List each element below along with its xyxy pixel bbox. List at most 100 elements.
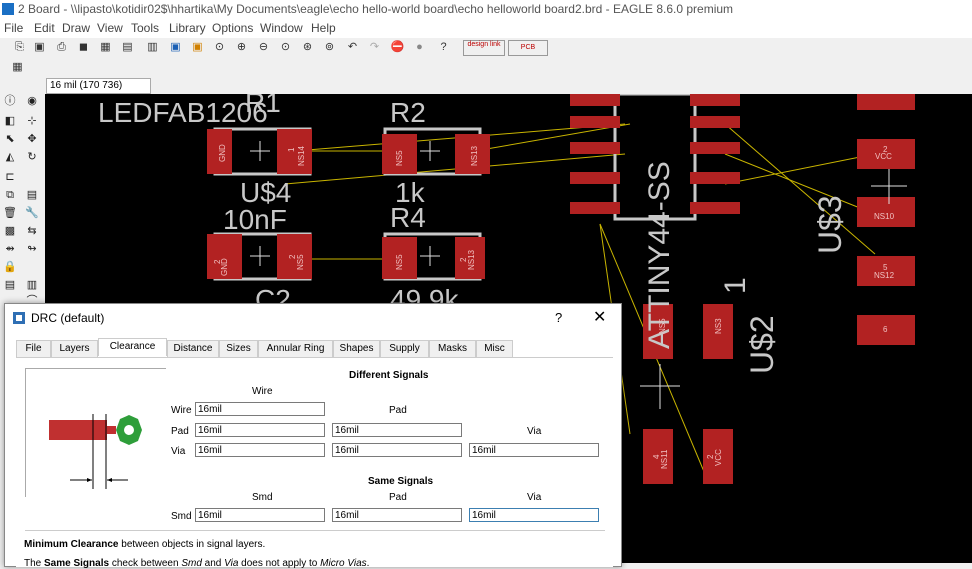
board-icon[interactable]: ▦ <box>100 41 111 53</box>
pad-pad-input[interactable]: 16mil <box>332 423 462 437</box>
clearance-panel: Different Signals Wire Wire 16mil Pad Pa… <box>16 357 613 569</box>
pad-label: 6 <box>883 325 888 334</box>
cam-icon[interactable]: ◼ <box>78 41 89 53</box>
close-button[interactable]: ✕ <box>593 309 607 326</box>
tab-shapes[interactable]: Shapes <box>333 340 380 357</box>
run-icon[interactable]: ▣ <box>192 41 203 53</box>
note-bold: Same Signals <box>44 558 110 569</box>
desc-text: between objects in signal layers. <box>118 539 266 550</box>
undo-icon[interactable]: ↶ <box>347 41 358 53</box>
menu-draw[interactable]: Draw <box>62 21 91 35</box>
redraw-icon[interactable]: ⊛ <box>302 41 313 53</box>
menu-file[interactable]: File <box>4 21 24 35</box>
redo-icon[interactable]: ↷ <box>369 41 380 53</box>
via-pad-input[interactable]: 16mil <box>332 443 462 457</box>
wrench-icon[interactable]: 🔧 <box>25 207 39 219</box>
save-icon[interactable]: ▣ <box>34 41 45 53</box>
name-icon[interactable]: ▤ <box>4 279 16 291</box>
via-via-input[interactable]: 16mil <box>469 443 599 457</box>
display-icon[interactable]: ◧ <box>4 115 16 127</box>
pad-label: NS5 <box>658 318 667 334</box>
optimize-icon[interactable]: ↬ <box>27 243 37 255</box>
value-icon[interactable]: ▥ <box>26 279 38 291</box>
stop-icon[interactable]: ⛔ <box>390 41 405 53</box>
tab-sizes[interactable]: Sizes <box>219 340 258 357</box>
replace-icon[interactable]: ⇆ <box>27 225 37 237</box>
ulp-icon[interactable]: ▥ <box>147 41 158 53</box>
pcb-quote-button[interactable]: PCB QUOTE <box>508 40 548 65</box>
tab-supply[interactable]: Supply <box>380 340 429 357</box>
tab-annular-ring[interactable]: Annular Ring <box>258 340 333 357</box>
help-icon[interactable]: ? <box>440 41 447 53</box>
zoom-area-icon[interactable]: ⊚ <box>324 41 335 53</box>
tab-distance[interactable]: Distance <box>167 340 219 357</box>
tab-masks[interactable]: Masks <box>429 340 476 357</box>
add-icon[interactable]: ▩ <box>4 225 16 237</box>
menu-view[interactable]: View <box>97 21 123 35</box>
paste-icon[interactable]: ▤ <box>26 189 38 201</box>
pad-label: 5 <box>883 263 888 272</box>
wire-wire-input[interactable]: 16mil <box>195 402 325 416</box>
smd-smd-input[interactable]: 16mil <box>195 508 325 522</box>
design-link-button[interactable]: design link <box>463 40 505 56</box>
script-icon[interactable]: ▣ <box>170 41 181 53</box>
pad-label: VCC <box>875 152 892 161</box>
tab-clearance[interactable]: Clearance <box>98 338 167 356</box>
layer-icon[interactable]: ▤ <box>122 41 133 53</box>
grid-icon[interactable]: ▦ <box>12 61 23 73</box>
zoom-select-icon[interactable]: ⊙ <box>280 41 291 53</box>
zoom-in-icon[interactable]: ⊕ <box>236 41 247 53</box>
silk-text: R2 <box>390 97 426 128</box>
col-pad-label-same: Pad <box>389 492 407 503</box>
zoom-out-icon[interactable]: ⊖ <box>258 41 269 53</box>
via-wire-input[interactable]: 16mil <box>195 443 325 457</box>
menu-window[interactable]: Window <box>260 21 303 35</box>
clearance-description: Minimum Clearance between objects in sig… <box>24 539 265 550</box>
note-text: The <box>24 558 45 569</box>
tab-layers[interactable]: Layers <box>51 340 98 357</box>
pad-label: NS5 <box>395 150 404 166</box>
open-icon[interactable]: ⎘ <box>15 41 24 53</box>
help-button[interactable]: ? <box>555 310 563 325</box>
delete-icon[interactable]: 🗑 <box>3 207 17 219</box>
select-icon[interactable]: ⬉ <box>5 133 15 145</box>
pad-label: VCC <box>714 449 723 466</box>
board-drawing[interactable]: LEDFAB1206 R1 R2 U$4 1k 10nF R4 C2 49.9k… <box>45 94 972 563</box>
pad-label: 2 <box>213 259 222 264</box>
split-icon[interactable]: ⇴ <box>5 243 15 255</box>
tab-file[interactable]: File <box>16 340 51 357</box>
copy-icon[interactable]: ⧉ <box>6 189 14 201</box>
lock-icon[interactable]: 🔒 <box>3 261 17 273</box>
col-pad-label: Pad <box>389 405 407 416</box>
mark-icon[interactable]: ⊹ <box>27 115 37 127</box>
pad-label: 4 <box>652 454 661 459</box>
mirror-icon[interactable]: ◭ <box>5 151 15 163</box>
secondary-toolbar: ▦ <box>0 58 972 79</box>
pad-wire-input[interactable]: 16mil <box>195 423 325 437</box>
miter-icon[interactable]: ⌒ <box>26 295 38 307</box>
tab-misc[interactable]: Misc <box>476 340 513 357</box>
menu-help[interactable]: Help <box>311 21 336 35</box>
note-italic: Micro Vias <box>320 558 367 569</box>
pads[interactable] <box>207 94 915 484</box>
menu-library[interactable]: Library <box>169 21 206 35</box>
smd-pad-input[interactable]: 16mil <box>332 508 462 522</box>
pad-label: NS13 <box>467 249 476 270</box>
info-icon[interactable]: ⓘ <box>4 95 16 107</box>
rotate-icon[interactable]: ↻ <box>27 151 37 163</box>
zoom-fit-icon[interactable]: ⊙ <box>214 41 225 53</box>
smd-via-input[interactable]: 16mil <box>469 508 599 522</box>
pad-label: GND <box>220 258 229 276</box>
main-toolbar: ⎘ ▣ ⎙ ◼ ▦ ▤ ▥ ▣ ▣ ⊙ ⊕ ⊖ ⊙ ⊛ ⊚ ↶ ↷ ⛔ ● ? … <box>0 38 972 65</box>
move-icon[interactable]: ✥ <box>27 133 37 145</box>
silk-text: U$3 <box>812 195 848 254</box>
same-signals-heading: Same Signals <box>368 476 434 487</box>
show-icon[interactable]: ◉ <box>27 95 37 107</box>
menu-tools[interactable]: Tools <box>131 21 160 35</box>
note-text: . <box>366 558 370 569</box>
go-icon[interactable]: ● <box>416 41 423 53</box>
menu-edit[interactable]: Edit <box>34 21 55 35</box>
align-icon[interactable]: ⊏ <box>5 171 15 183</box>
menu-options[interactable]: Options <box>212 21 254 35</box>
print-icon[interactable]: ⎙ <box>57 41 66 53</box>
